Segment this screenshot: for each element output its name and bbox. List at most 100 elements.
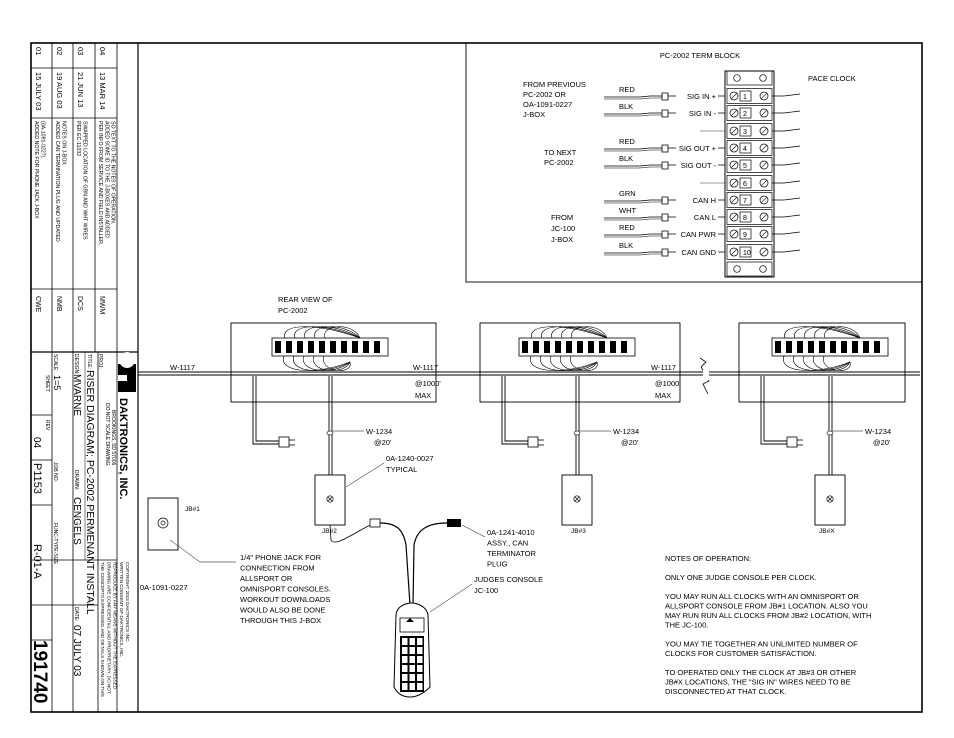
wire-color-label: RED	[619, 223, 635, 232]
terminal-screw-icon	[577, 341, 583, 353]
console-key	[409, 665, 415, 672]
terminal-screw-icon	[286, 341, 292, 353]
from-jc100-label: JC-100	[551, 224, 575, 233]
junction-box	[561, 474, 593, 526]
revision-initials: MWM	[98, 296, 105, 314]
from-jc100-label: J-BOX	[551, 235, 573, 244]
cable-label: W-1117	[413, 363, 438, 372]
terminal-number: 10	[743, 250, 751, 257]
revision-number: 01	[34, 47, 43, 55]
proj-label: PROJ:	[97, 354, 103, 369]
revision-description: PER EC-11032	[75, 121, 81, 156]
terminal-number: 6	[743, 181, 747, 188]
terminal-number: 9	[743, 232, 747, 239]
drawing-date: 07 JULY 03	[71, 625, 82, 677]
terminal-number: 4	[743, 146, 747, 153]
max-length-label: MAX	[415, 391, 431, 400]
junction-box-label: JB#2	[322, 528, 337, 535]
terminal-screw-icon	[819, 341, 825, 353]
junction-box-jb1	[147, 497, 179, 551]
signal-label: SIG IN -	[689, 109, 717, 118]
screw-icon	[759, 229, 769, 239]
power-plug-icon	[786, 436, 798, 448]
to-next-label: PC-2002	[544, 158, 574, 167]
signal-label: CAN L	[694, 213, 716, 222]
terminal-number: 2	[743, 111, 747, 118]
connector-icon	[826, 495, 834, 503]
wire-ferrule	[661, 230, 669, 239]
company-name: DAKTRONICS, INC.	[117, 398, 129, 499]
drawing-title: RISER DIAGRAM; PC-2002 PERMENANT INSTALL	[84, 370, 96, 615]
console-key	[417, 683, 423, 690]
terminator-plug-note: TERMINATOR	[487, 549, 536, 558]
connector-icon	[326, 495, 334, 503]
screw-icon	[729, 212, 739, 222]
signal-label: SIG IN +	[687, 92, 717, 101]
scale-label: SCALE:	[52, 354, 58, 372]
note-line: ONLY ONE JUDGE CONSOLE PER CLOCK.	[665, 573, 817, 582]
screw-icon	[729, 91, 739, 101]
revision-date: 21 JUN 13	[76, 72, 85, 107]
wire-color-label: WHT	[619, 206, 636, 215]
screw-icon	[759, 247, 769, 257]
from-previous-label: PC-2002 OR	[523, 90, 567, 99]
date-label: DATE:	[73, 607, 79, 621]
screw-icon	[729, 160, 739, 170]
phone-jack-icon	[157, 517, 169, 529]
junction-box-label: JB#X	[819, 528, 835, 535]
console-key	[417, 656, 423, 663]
revision-date: 15 JULY 03	[34, 72, 43, 111]
pace-clock-rear-panel: W-1234@20'	[738, 322, 906, 526]
cable-label: W-1234	[366, 427, 392, 436]
copyright-note: WRITTEN CONSENT OF DAKTRONICS, INC.	[119, 562, 124, 657]
revision-number: 03	[76, 47, 85, 55]
phone-jack-note: WOULD ALSO BE DONE	[240, 606, 325, 615]
design-label: DESIGN:	[73, 354, 79, 375]
phone-jack-note: THROUGH THIS J-BOX	[240, 616, 321, 625]
console-keypad	[400, 636, 424, 692]
cable-label: W-1117	[170, 363, 195, 372]
phone-jack-note: ALLSPORT OR	[240, 574, 293, 583]
from-previous-label: OA-1091-0227	[523, 100, 572, 109]
revision-initials: NMB	[55, 296, 62, 312]
copyright-note: COPYRIGHT 2013 DAKTRONICS INC.	[125, 562, 130, 643]
terminal-row: 3	[700, 123, 801, 139]
terminal-screw-icon	[363, 341, 369, 353]
note-line: MAY RUN RUN ALL CLOCKS FROM JB#2 LOCATIO…	[665, 611, 871, 620]
terminal-screw-icon	[341, 341, 347, 353]
junction-box-label: JB#1	[185, 506, 200, 513]
console-key	[409, 674, 415, 681]
sheet-label: SHEET	[44, 375, 50, 392]
console-key	[417, 665, 423, 672]
revision-number: 02	[55, 47, 64, 55]
screw-icon	[759, 212, 769, 222]
func-type-size: R-01-A	[31, 544, 43, 580]
junction-box	[314, 474, 346, 526]
terminal-screw-icon	[621, 341, 627, 353]
max-length-label: @1000'	[415, 379, 441, 388]
console-key	[402, 683, 408, 690]
note-line: DISCONNECTED AT THAT CLOCK.	[665, 687, 786, 696]
console-key	[417, 638, 423, 645]
note-line: ALLSPORT CONSOLE FROM JB#1 LOCATION. ALS…	[665, 602, 868, 611]
terminal-screw-icon	[319, 341, 325, 353]
terminal-screw-icon	[874, 341, 880, 353]
wire-color-label: RED	[619, 137, 635, 146]
note-line: YOU MAY TIE TOGETHER AN UNLIMITED NUMBER…	[665, 640, 858, 649]
screw-icon	[759, 126, 769, 136]
sheet-number: 04	[31, 437, 42, 449]
wire-ferrule	[661, 248, 669, 257]
screw-icon	[759, 108, 769, 118]
length-label: @20'	[873, 438, 891, 447]
to-next-label: TO NEXT	[544, 148, 577, 157]
judges-console-label: JC-100	[474, 586, 498, 595]
wire-ferrule	[661, 213, 669, 222]
terminal-row: 6	[700, 175, 801, 191]
console-key	[402, 674, 408, 681]
terminal-number: 5	[743, 163, 747, 170]
wire-color-label: GRN	[619, 189, 636, 198]
